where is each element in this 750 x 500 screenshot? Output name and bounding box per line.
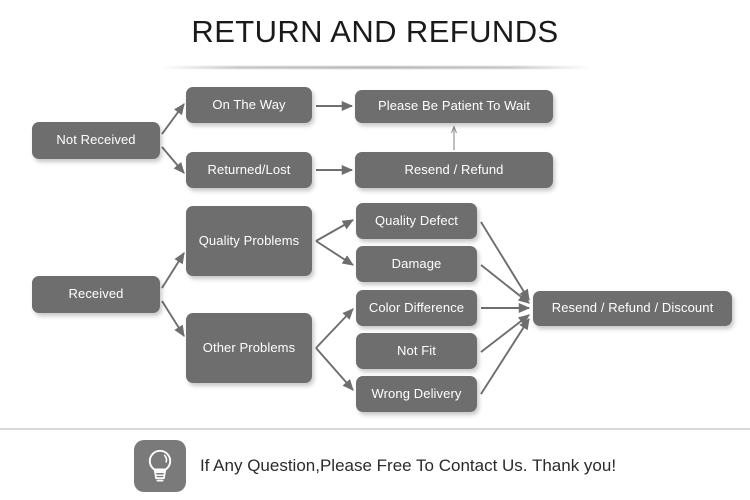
flow-node-returned-lost: Returned/Lost xyxy=(186,152,312,188)
flow-edge-other-problems-to-wrong-delivery xyxy=(315,347,354,391)
flow-edge-damage-to-resend-refund-discount xyxy=(480,264,530,304)
flow-edge-other-problems-to-color-difference xyxy=(315,308,354,349)
flow-node-quality-problems: Quality Problems xyxy=(186,206,312,276)
flow-node-received: Received xyxy=(32,276,160,313)
flow-node-resend-refund-discount: Resend / Refund / Discount xyxy=(533,291,732,326)
flow-edge-wrong-delivery-to-resend-refund-discount xyxy=(480,318,530,395)
flow-edge-received-to-other-problems xyxy=(161,300,185,337)
flow-edge-quality-defect-to-resend-refund-discount xyxy=(480,221,530,301)
flow-node-please-be-patient: Please Be Patient To Wait xyxy=(355,90,553,123)
flow-node-not-fit: Not Fit xyxy=(356,333,477,369)
flow-edge-quality-problems-to-quality-defect xyxy=(315,219,354,242)
page-title: RETURN AND REFUNDS xyxy=(191,14,559,49)
footer-text: If Any Question,Please Free To Contact U… xyxy=(199,456,617,475)
flow-node-not-received: Not Received xyxy=(32,122,160,159)
flow-edge-received-to-quality-problems xyxy=(161,252,185,289)
title-divider xyxy=(160,66,590,69)
flow-node-other-problems: Other Problems xyxy=(186,313,312,383)
lightbulb-icon xyxy=(133,440,186,492)
flow-node-color-difference: Color Difference xyxy=(356,290,477,326)
footer-divider xyxy=(0,428,750,430)
flow-edge-quality-problems-to-damage xyxy=(315,240,354,266)
footer: If Any Question,Please Free To Contact U… xyxy=(0,436,750,496)
flow-node-resend-refund: Resend / Refund xyxy=(355,152,553,188)
flow-node-wrong-delivery: Wrong Delivery xyxy=(356,376,477,412)
flow-edge-not-fit-to-resend-refund-discount xyxy=(480,314,530,353)
flow-node-quality-defect: Quality Defect xyxy=(356,203,477,239)
flow-node-on-the-way: On The Way xyxy=(186,87,312,123)
flow-node-damage: Damage xyxy=(356,246,477,282)
flow-edge-not-received-to-returned-lost xyxy=(161,146,185,174)
flow-edge-not-received-to-on-the-way xyxy=(161,103,185,135)
